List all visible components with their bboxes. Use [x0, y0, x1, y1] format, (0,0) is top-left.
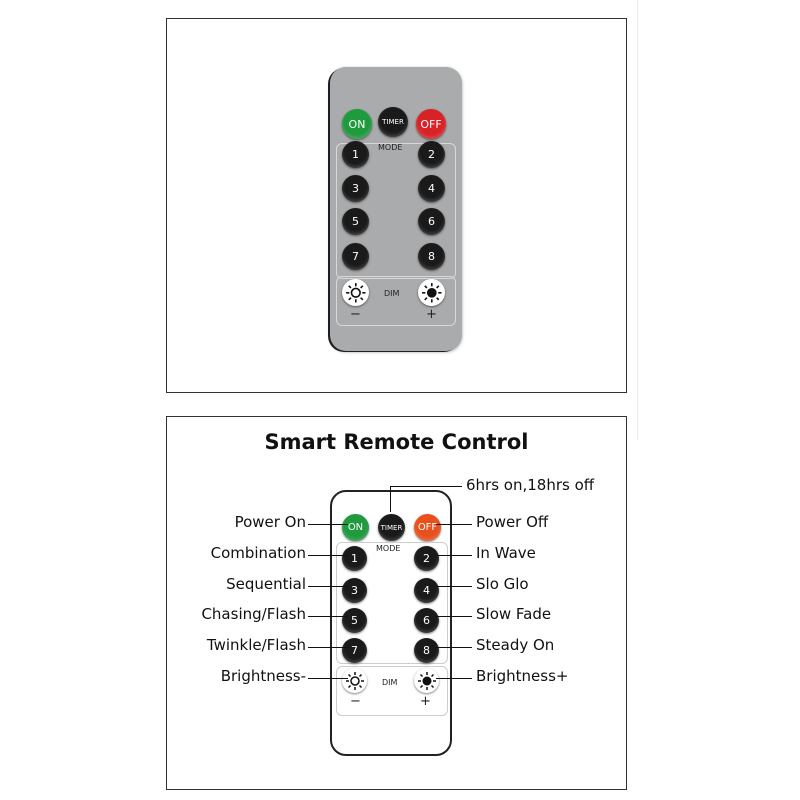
label-steady-on: Steady On — [476, 636, 555, 654]
timer-button: TIMER — [378, 107, 408, 137]
leader-left-1 — [308, 524, 348, 525]
diagram-plus-label: + — [420, 694, 431, 709]
diagram-mode-button-3: 3 — [342, 578, 367, 603]
minus-label: − — [350, 307, 361, 322]
dim-plus-button — [418, 279, 445, 306]
mode-button-1: 1 — [342, 141, 369, 168]
label-twinkle-flash: Twinkle/Flash — [206, 636, 306, 654]
dim-minus-button — [342, 279, 369, 306]
timer-description: 6hrs on,18hrs off — [466, 476, 595, 494]
leader-left-3 — [308, 586, 348, 587]
label-power-on: Power On — [234, 513, 306, 531]
mode-label: MODE — [378, 143, 403, 152]
sun-filled-icon — [417, 671, 436, 690]
dim-section — [336, 276, 456, 326]
mode-button-4: 4 — [418, 175, 445, 202]
on-button: ON — [342, 109, 372, 139]
diagram-mode-button-5: 5 — [342, 608, 367, 633]
leader-right-6 — [436, 678, 472, 679]
label-brightness-plus: Brightness+ — [476, 667, 569, 685]
plus-label: + — [426, 307, 437, 322]
mode-button-8: 8 — [418, 243, 445, 270]
label-chasing-flash: Chasing/Flash — [201, 605, 306, 623]
sun-icon — [345, 282, 366, 303]
timer-leader-h — [390, 486, 462, 487]
leader-right-1 — [436, 524, 472, 525]
label-sequential: Sequential — [226, 575, 306, 593]
label-slow-fade: Slow Fade — [476, 605, 552, 623]
diagram-mode-button-1: 1 — [342, 546, 367, 571]
diagram-timer-button: TIMER — [378, 514, 405, 541]
diagram-mode-button-2: 2 — [414, 546, 439, 571]
timer-leader-v — [390, 486, 391, 512]
leader-left-6 — [308, 678, 348, 679]
diagram-dim-plus-button — [414, 668, 439, 693]
label-brightness-minus: Brightness- — [220, 667, 306, 685]
diagram-off-button: OFF — [414, 514, 441, 541]
leader-right-2 — [436, 555, 472, 556]
label-combination: Combination — [210, 544, 306, 562]
mode-button-6: 6 — [418, 208, 445, 235]
diagram-minus-label: − — [350, 694, 361, 709]
mode-button-5: 5 — [342, 208, 369, 235]
leader-left-4 — [308, 616, 348, 617]
mode-button-3: 3 — [342, 175, 369, 202]
label-power-off: Power Off — [476, 513, 549, 531]
diagram-mode-button-4: 4 — [414, 578, 439, 603]
divider-line — [637, 0, 638, 440]
diagram-mode-button-7: 7 — [342, 638, 367, 663]
remote-diagram: ON TIMER OFF MODE 1 2 3 4 5 6 7 8 DIM − … — [330, 490, 452, 756]
diagram-mode-label: MODE — [376, 544, 401, 553]
leader-right-3 — [436, 586, 472, 587]
mode-button-2: 2 — [418, 141, 445, 168]
diagram-title: Smart Remote Control — [264, 430, 529, 454]
leader-right-5 — [436, 647, 472, 648]
leader-right-4 — [436, 616, 472, 617]
diagram-dim-section — [336, 666, 448, 716]
remote-photo: ON TIMER OFF MODE 1 2 3 4 5 6 7 8 DIM − … — [330, 67, 462, 351]
off-button: OFF — [416, 109, 446, 139]
product-photo-panel: ON TIMER OFF MODE 1 2 3 4 5 6 7 8 DIM − … — [166, 18, 627, 393]
diagram-dim-label: DIM — [382, 678, 398, 687]
diagram-mode-button-8: 8 — [414, 638, 439, 663]
diagram-on-button: ON — [342, 514, 369, 541]
mode-section — [336, 143, 456, 279]
diagram-mode-button-6: 6 — [414, 608, 439, 633]
leader-left-2 — [308, 555, 348, 556]
sun-filled-icon — [421, 282, 442, 303]
diagram-dim-minus-button — [342, 668, 367, 693]
mode-button-7: 7 — [342, 243, 369, 270]
leader-left-5 — [308, 647, 348, 648]
diagram-mode-section — [336, 542, 448, 664]
label-slo-glo: Slo Glo — [476, 575, 529, 593]
label-in-wave: In Wave — [476, 544, 536, 562]
sun-icon — [345, 671, 364, 690]
dim-label: DIM — [384, 289, 400, 298]
